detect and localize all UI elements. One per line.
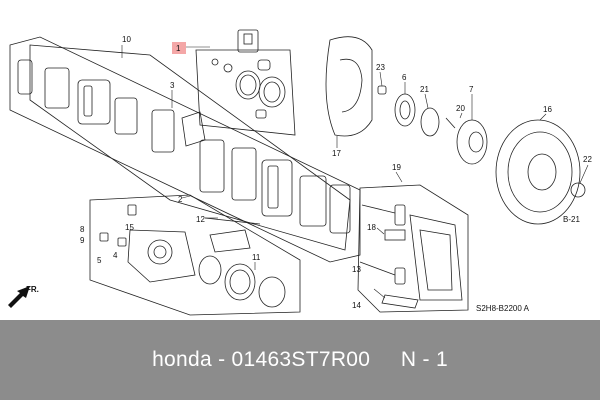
brake-parts-diagram: 1 10 3 2 12 23 6 21 20 7 16 17 22 19 18 … [8,29,592,316]
callout-11: 11 [252,253,261,262]
callout-16: 16 [543,105,552,114]
bracket-group-frame [357,184,469,313]
seal-kit-parts [211,29,286,119]
pad-kit-inner-frame [29,44,351,251]
callout-22: 22 [583,155,592,164]
callout-21: 21 [420,85,429,94]
wheel-hub [456,119,488,165]
circlip [420,107,440,137]
leader-lines [121,45,589,299]
callout-17: 17 [332,149,341,158]
piston-seal [198,255,222,285]
caliper-group-frame [89,194,301,316]
callout-10: 10 [122,35,131,44]
seal-kit-frame [195,49,296,136]
front-direction-arrow: FR. [8,285,39,308]
ref-label: B-21 [563,215,580,224]
callout-23: 23 [376,63,385,72]
piston-boot [258,276,286,308]
callout-1: 1 [176,44,181,53]
callout-9: 9 [80,236,85,245]
callout-18: 18 [367,223,376,232]
callout-19: 19 [392,163,401,172]
svg-text:FR.: FR. [26,285,39,294]
callout-6: 6 [402,73,407,82]
callout-14: 14 [352,301,361,310]
part-number-text: honda - 01463ST7R00 N - 1 [152,348,448,371]
bolt-23 [377,85,387,95]
caliper-body [127,229,196,283]
caliper-bracket [409,214,463,301]
brake-pads-right [199,139,351,234]
part-number-banner: honda - 01463ST7R00 N - 1 [0,320,600,400]
splash-guard [325,36,373,137]
callout-3: 3 [170,81,175,90]
callout-12: 12 [196,215,205,224]
callout-13: 13 [352,265,361,274]
callout-15: 15 [125,223,134,232]
callout-2: 2 [178,195,183,204]
hub-bearing [394,93,416,127]
callout-8: 8 [80,225,85,234]
callout-4-3: 4 [113,251,118,260]
diagram-code: S2H8-B2200 A [476,304,530,313]
piston [224,263,256,301]
pad-kit-frame [9,36,361,263]
hub-nut [570,182,586,198]
anti-rattle-spring [209,229,251,253]
highlight-box [172,42,186,54]
disc-rotor [495,119,581,225]
callout-20: 20 [456,104,465,113]
callout-7: 7 [469,85,474,94]
brake-pads-left [17,59,206,153]
callout-5: 5 [97,256,102,265]
